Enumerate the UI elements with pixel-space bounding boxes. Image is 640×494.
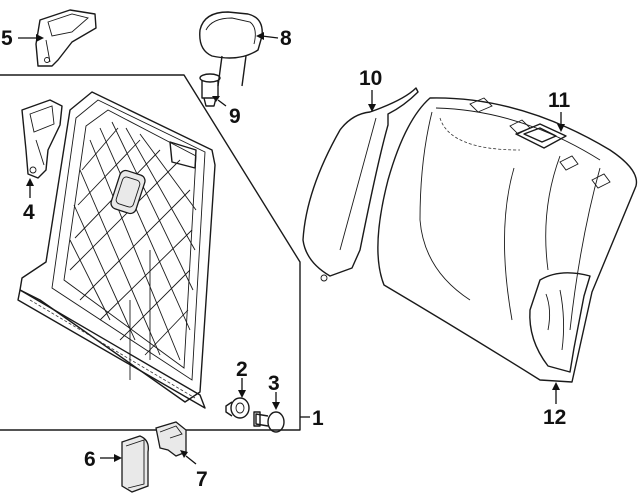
callout-6: 6 — [84, 448, 96, 471]
part-4-guide-bracket — [21, 99, 63, 179]
callout-9: 9 — [229, 105, 241, 128]
part-10-side-bolster — [302, 87, 419, 282]
callout-1: 1 — [312, 407, 324, 430]
callout-2: 2 — [236, 358, 248, 381]
seat-back-frame — [17, 91, 216, 409]
callout-3: 3 — [268, 372, 280, 395]
part-3-pivot-pin — [253, 411, 285, 433]
callout-4: 4 — [23, 201, 35, 224]
part-11-trim-bezel — [515, 123, 567, 149]
leader-lines — [18, 32, 565, 465]
part-8-headrest — [199, 11, 263, 87]
assembly-outline — [0, 74, 301, 431]
part-6-end-cap — [121, 435, 149, 493]
part-9-headrest-guide — [199, 73, 221, 107]
callout-11: 11 — [548, 89, 571, 112]
callout-5: 5 — [1, 27, 13, 50]
callout-12: 12 — [543, 406, 566, 429]
callout-10: 10 — [359, 67, 382, 90]
part-2-bushing — [225, 397, 250, 419]
part-7-end-cap — [155, 421, 187, 457]
part-5-guide-bracket — [35, 9, 97, 67]
part-12-seat-back-cushion — [377, 97, 638, 383]
callout-8: 8 — [280, 27, 292, 50]
callout-7: 7 — [196, 468, 208, 491]
